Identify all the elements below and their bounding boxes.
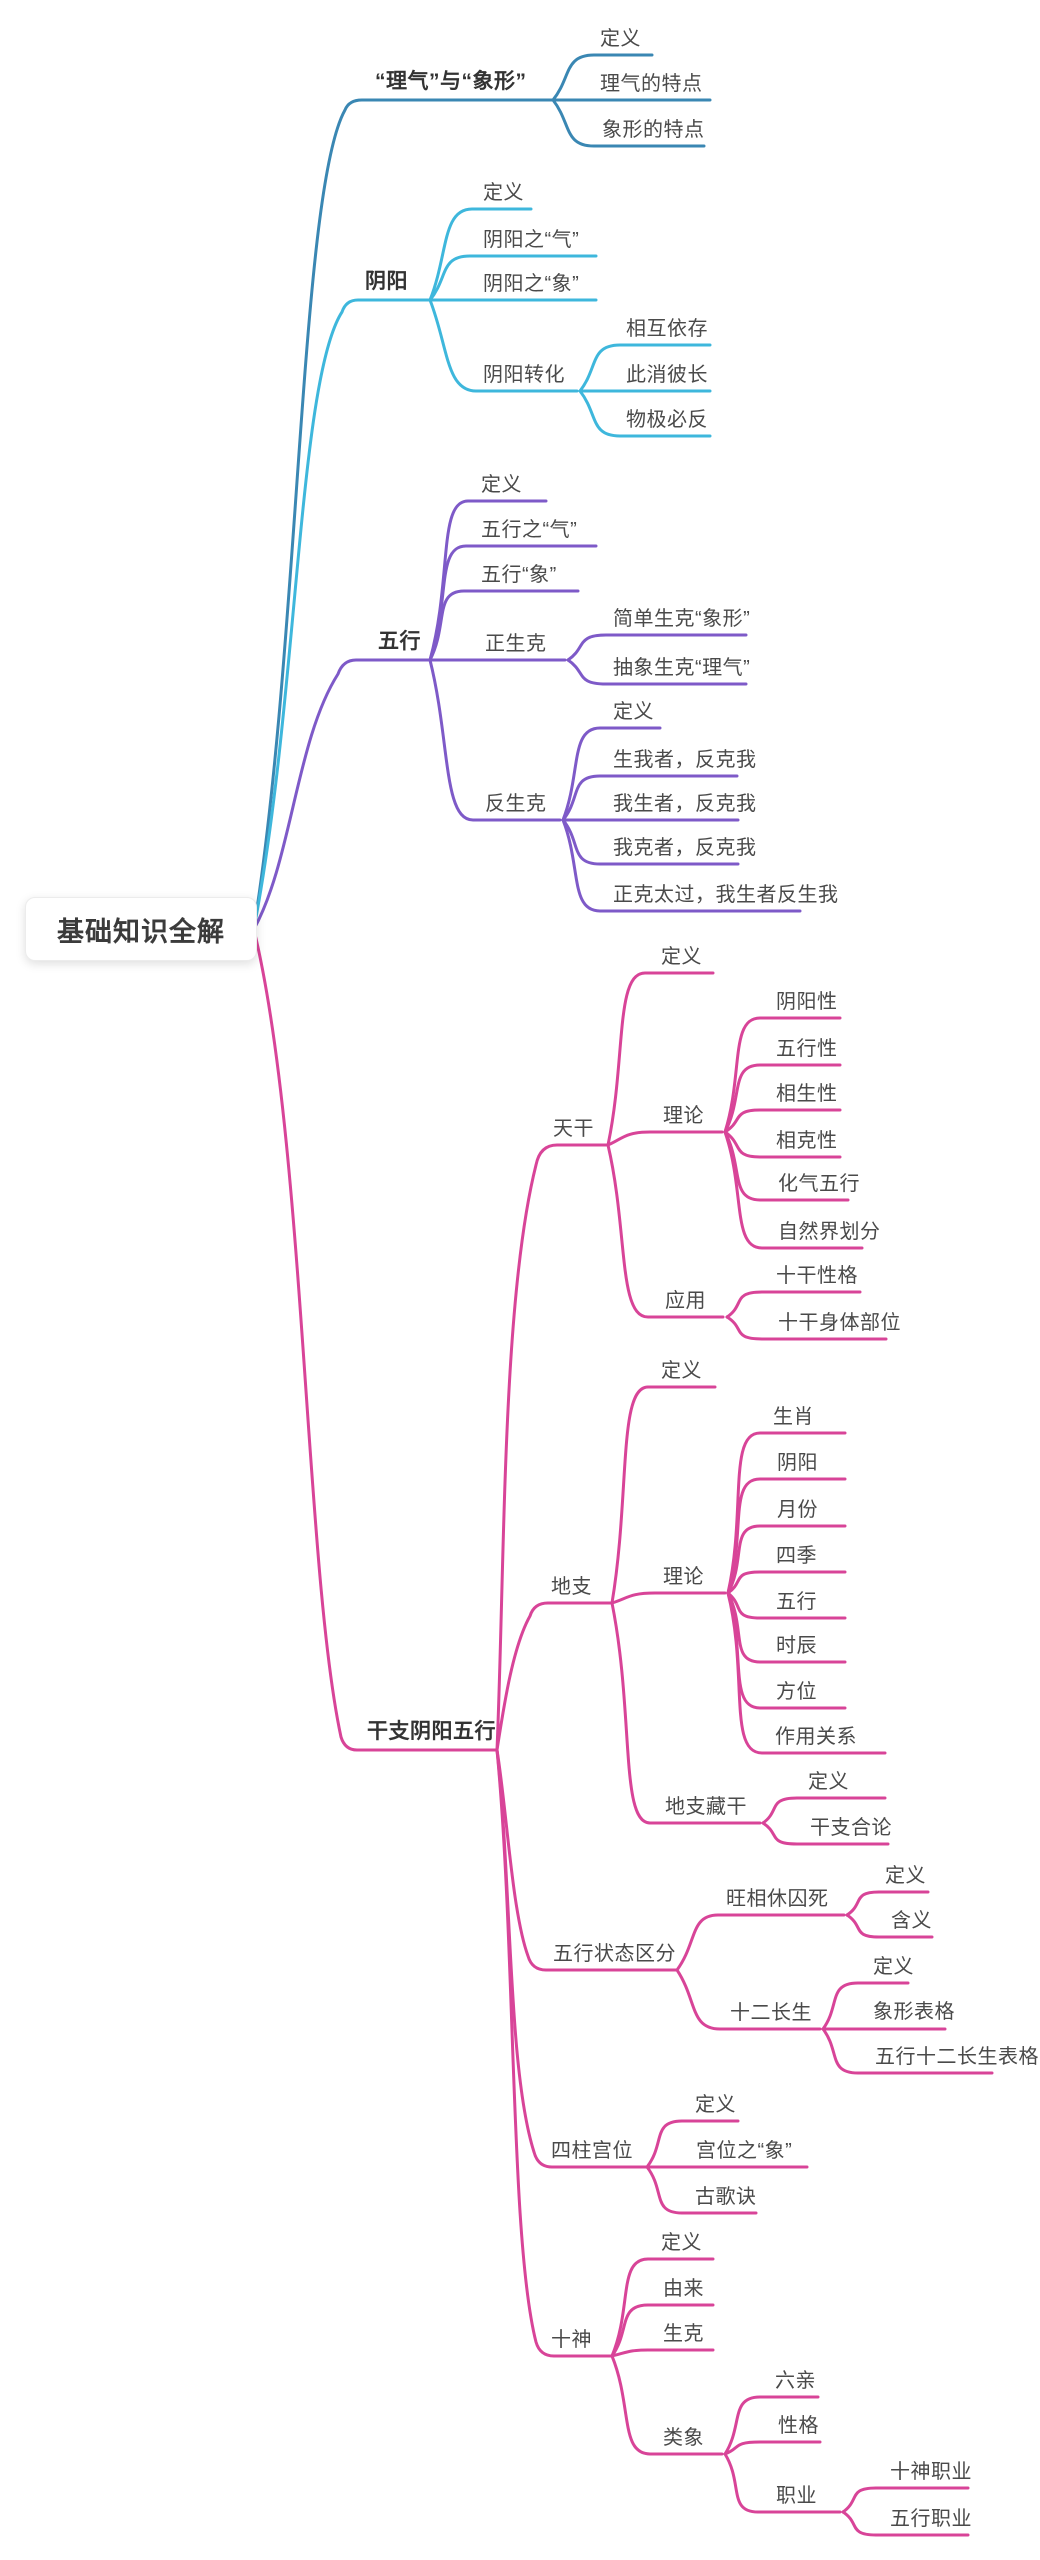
- node-tiangan-xiangkexing[interactable]: 相克性: [776, 1130, 838, 1152]
- node-wuxing-zhuangtai[interactable]: 五行状态区分: [553, 1943, 676, 1965]
- node-b3-jiandan-shengke[interactable]: 简单生克“象形”: [613, 608, 751, 630]
- node-secs-xiangxing-biaoge[interactable]: 象形表格: [873, 2001, 955, 2023]
- node-tiangan-huaqiwuxing[interactable]: 化气五行: [778, 1173, 860, 1195]
- node-b3-shengwozhe[interactable]: 生我者，反克我: [613, 749, 757, 771]
- node-b3-chouxiang-shengke[interactable]: 抽象生克“理气”: [613, 657, 751, 679]
- node-secs-wuxing-biaoge[interactable]: 五行十二长生表格: [875, 2046, 1039, 2068]
- node-canggan-helun[interactable]: 干支合论: [810, 1817, 892, 1839]
- node-secs-dingyi[interactable]: 定义: [873, 1956, 914, 1978]
- node-wxxqs-dingyi[interactable]: 定义: [885, 1865, 926, 1887]
- node-shishen[interactable]: 十神: [551, 2329, 592, 2351]
- node-dizhi-siji[interactable]: 四季: [776, 1545, 817, 1567]
- node-gongwei-dingyi[interactable]: 定义: [695, 2094, 736, 2116]
- node-dizhi-canggan[interactable]: 地支藏干: [665, 1796, 747, 1818]
- node-wuxing[interactable]: 五行: [378, 630, 421, 653]
- node-b3-dingyi[interactable]: 定义: [481, 474, 522, 496]
- node-wxxqs-hanyi[interactable]: 含义: [891, 1910, 932, 1932]
- node-b3-wokezhe[interactable]: 我克者，反克我: [613, 837, 757, 859]
- node-leixiang-xingge[interactable]: 性格: [778, 2415, 819, 2437]
- node-shishen-leixiang[interactable]: 类象: [663, 2427, 704, 2449]
- branch2-lines: [252, 207, 712, 930]
- node-shishen-dingyi[interactable]: 定义: [661, 2232, 702, 2254]
- node-b2-wujibifan[interactable]: 物极必反: [626, 409, 708, 431]
- root-node-label: 基础知识全解: [57, 916, 225, 947]
- node-shishen-youlai[interactable]: 由来: [663, 2278, 704, 2300]
- node-b3-zhengshengke[interactable]: 正生克: [485, 633, 547, 655]
- node-tiangan[interactable]: 天干: [553, 1118, 594, 1140]
- node-b2-zhuanhua[interactable]: 阴阳转化: [483, 364, 565, 386]
- node-tiangan-wuxingxing[interactable]: 五行性: [776, 1038, 838, 1060]
- branch4-lines: [252, 928, 994, 2537]
- node-gongwei-xiang[interactable]: 宫位之“象”: [696, 2140, 793, 2162]
- node-leixiang-liuqin[interactable]: 六亲: [775, 2370, 816, 2392]
- node-sizhu-gongwei[interactable]: 四柱宫位: [551, 2140, 633, 2162]
- node-shishen-shengke[interactable]: 生克: [663, 2323, 704, 2345]
- node-tiangan-lilun[interactable]: 理论: [663, 1105, 704, 1127]
- node-tiangan-xiangshengxing[interactable]: 相生性: [776, 1083, 838, 1105]
- node-dizhi-fangwei[interactable]: 方位: [776, 1681, 817, 1703]
- branch1-lines: [252, 53, 712, 930]
- node-dizhi-wuxing[interactable]: 五行: [776, 1591, 817, 1613]
- node-liqi-xiangxing[interactable]: “理气”与“象形”: [375, 70, 527, 93]
- node-b2-xiang[interactable]: 阴阳之“象”: [483, 273, 580, 295]
- node-dizhi[interactable]: 地支: [551, 1576, 592, 1598]
- node-dizhi-zuoyongguanxi[interactable]: 作用关系: [775, 1726, 857, 1748]
- root-node[interactable]: 基础知识全解: [25, 897, 257, 961]
- node-leixiang-zhiye[interactable]: 职业: [776, 2485, 817, 2507]
- node-tiangan-shenti[interactable]: 十干身体部位: [778, 1312, 901, 1334]
- node-dizhi-dingyi[interactable]: 定义: [661, 1360, 702, 1382]
- node-dizhi-lilun[interactable]: 理论: [663, 1566, 704, 1588]
- node-b2-qi[interactable]: 阴阳之“气”: [483, 229, 580, 251]
- node-b3-xiang[interactable]: 五行“象”: [481, 564, 557, 586]
- node-dizhi-yuefen[interactable]: 月份: [777, 1499, 818, 1521]
- node-zhiye-shishen[interactable]: 十神职业: [890, 2461, 972, 2483]
- node-dizhi-yinyang[interactable]: 阴阳: [777, 1452, 818, 1474]
- node-tiangan-ziranjie[interactable]: 自然界划分: [778, 1221, 881, 1243]
- node-wangxiangxiuqiusi[interactable]: 旺相休囚死: [726, 1888, 829, 1910]
- node-shierchangsheng[interactable]: 十二长生: [730, 2002, 812, 2024]
- node-dizhi-shichen[interactable]: 时辰: [776, 1635, 817, 1657]
- node-b3-fan-dingyi[interactable]: 定义: [613, 701, 654, 723]
- node-b3-fanshengke[interactable]: 反生克: [485, 793, 547, 815]
- node-tiangan-yingyong[interactable]: 应用: [665, 1290, 706, 1312]
- node-b2-dingyi[interactable]: 定义: [483, 182, 524, 204]
- node-gongwei-gugejue[interactable]: 古歌诀: [695, 2186, 757, 2208]
- node-yinyang[interactable]: 阴阳: [365, 270, 408, 293]
- node-zhiye-wuxing[interactable]: 五行职业: [890, 2508, 972, 2530]
- node-canggan-dingyi[interactable]: 定义: [808, 1771, 849, 1793]
- node-b1-xiangxing-tedian[interactable]: 象形的特点: [602, 119, 705, 141]
- node-tiangan-dingyi[interactable]: 定义: [661, 946, 702, 968]
- node-b3-zhengketaiguo[interactable]: 正克太过，我生者反生我: [613, 884, 839, 906]
- node-tiangan-yinyangxing[interactable]: 阴阳性: [776, 991, 838, 1013]
- node-b2-cixiaobizhang[interactable]: 此消彼长: [626, 364, 708, 386]
- node-ganzhi[interactable]: 干支阴阳五行: [367, 1720, 496, 1743]
- node-tiangan-xingge[interactable]: 十干性格: [776, 1265, 858, 1287]
- node-b1-dingyi[interactable]: 定义: [600, 28, 641, 50]
- branch3-lines: [252, 499, 802, 931]
- node-b1-liqi-tedian[interactable]: 理气的特点: [600, 73, 703, 95]
- node-dizhi-shengxiao[interactable]: 生肖: [773, 1406, 814, 1428]
- node-b2-xianghuyicun[interactable]: 相互依存: [626, 318, 708, 340]
- node-b3-qi[interactable]: 五行之“气”: [481, 519, 578, 541]
- node-b3-woshengzhe[interactable]: 我生者，反克我: [613, 793, 757, 815]
